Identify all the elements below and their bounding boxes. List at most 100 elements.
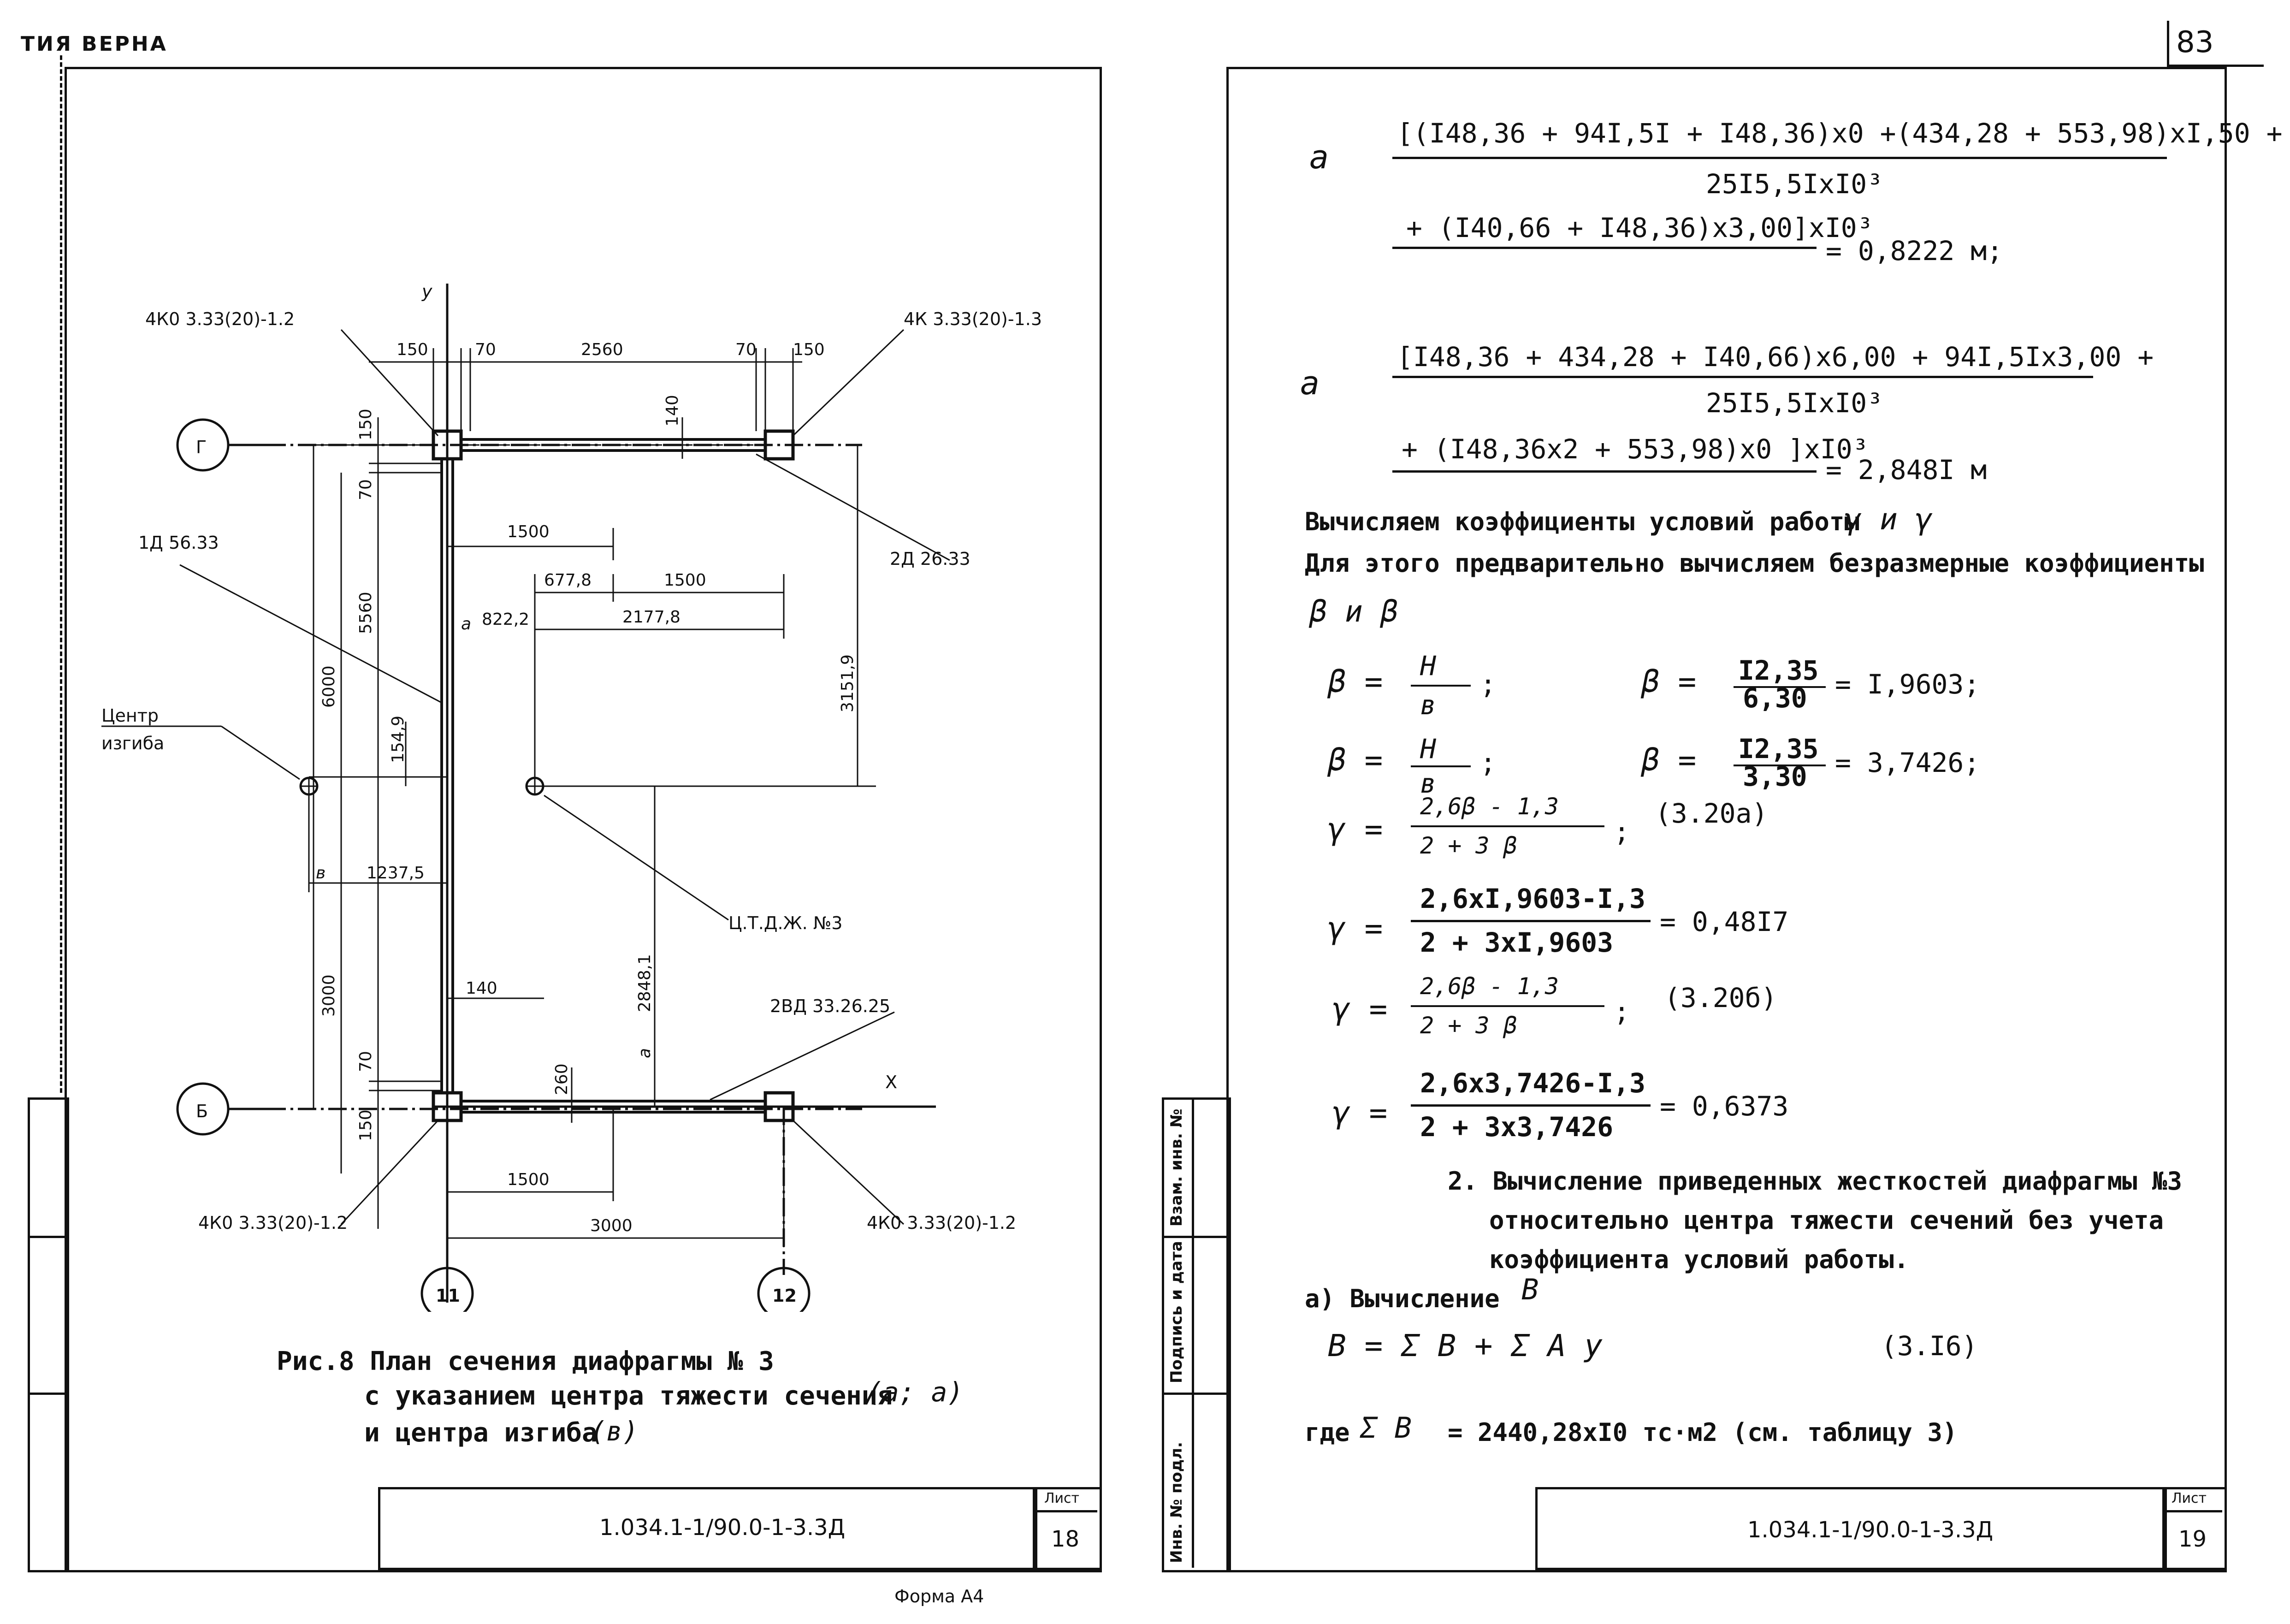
figure-caption-line1: Рис.8 План сечения диафрагмы № 3 (277, 1346, 774, 1376)
left-side-div2 (28, 1393, 67, 1395)
right-side-col (1162, 1097, 1231, 1572)
label-ctdzh: Ц.Т.Д.Ж. №3 (728, 913, 842, 933)
ayj-res: = 2,848I м (1826, 454, 1987, 486)
side-label-c1: Взам. инв. № (1167, 1108, 1186, 1227)
left-margin-line (60, 55, 62, 1093)
beta-x-frac-h: H (1420, 650, 1436, 682)
dim-150v2: 150 (356, 1109, 375, 1141)
ayj-symbol: a (1300, 364, 1320, 402)
ayj-num2: + (I48,36x2 + 553,98)x0 ]xI0³ (1402, 433, 1869, 465)
beta-y-frac-h: H (1420, 733, 1436, 765)
figure-caption-line2: с указанием центра тяжести сечения (364, 1381, 893, 1411)
gamma-x-general-num: 2,6β - 1,3 (1420, 793, 1559, 820)
left-side-col (28, 1097, 69, 1572)
dim-260: 260 (552, 1063, 571, 1095)
top-right-rule (2167, 21, 2169, 67)
beta-y-left: β = (1328, 742, 1383, 778)
gamma-y-den: 2 + 3x3,7426 (1420, 1111, 1614, 1143)
para2-line2: относительно центра тяжести сечений без … (1489, 1206, 2164, 1235)
left-stamp-sheet (1033, 1487, 1102, 1570)
axis-B-label: Б (196, 1101, 208, 1121)
beta-x-frac-bar (1411, 685, 1471, 687)
label-top-right: 4К 3.33(20)-1.3 (904, 309, 1042, 329)
label-top-left: 4К0 3.33(20)-1.2 (145, 309, 295, 329)
dim-150v: 150 (356, 409, 375, 440)
left-stamp-form: Форма А4 (894, 1586, 984, 1606)
dim-2177: 2177,8 (622, 608, 680, 627)
figure-caption-line3: и центра изгиба (364, 1418, 598, 1448)
gamma-y-num: 2,6x3,7426-I,3 (1420, 1067, 1645, 1099)
gamma-y-res: = 0,6373 (1660, 1091, 1789, 1122)
right-side-div2 (1162, 1393, 1226, 1395)
axj-num1: [(I48,36 + 94I,5I + I48,36)x0 +(434,28 +… (1397, 118, 2283, 149)
dim-70v2: 70 (356, 1051, 375, 1072)
dim-154: 154,9 (389, 716, 408, 763)
dim-ax-label: a (461, 615, 471, 634)
gamma-x-general-semi: ; (1614, 816, 1630, 848)
right-side-div1 (1162, 1236, 1226, 1238)
right-stamp-sheet-label: Лист (2172, 1490, 2207, 1506)
dim-1500b: 1500 (664, 571, 706, 590)
a-calc-B: B (1521, 1273, 1539, 1306)
left-stamp-sheet-no: 18 (1051, 1526, 1080, 1552)
dim-1237: 1237,5 (367, 864, 425, 883)
para2-line3: коэффициента условий работы. (1489, 1245, 1909, 1274)
dim-1500a: 1500 (507, 522, 550, 541)
gamma-x-num: 2,6xI,9603-I,3 (1420, 883, 1645, 914)
right-stamp-sheet (2162, 1487, 2227, 1570)
dim-ay-label: a (635, 1048, 654, 1058)
gamma-x-general: γ = (1328, 812, 1383, 847)
top-right-rule-h (2167, 65, 2264, 67)
gamma-y-general-num: 2,6β - 1,3 (1420, 973, 1559, 1000)
gamma-x-num-bar (1411, 920, 1651, 922)
gamma-x-res: = 0,48I7 (1660, 906, 1789, 937)
axis-11-label: 11 (436, 1286, 460, 1306)
beta-y-eq: = 3,7426; (1835, 747, 1980, 778)
gamma-y-general-bar (1411, 1005, 1604, 1007)
dim-3151: 3151,9 (838, 654, 857, 712)
right-stamp-code: 1.034.1-1/90.0-1-3.3Д (1747, 1517, 1994, 1543)
axj-den1: 25I5,5IxI0³ (1706, 168, 1883, 200)
beta-x-semicolon: ; (1480, 669, 1496, 700)
beta-x-frac-b: в (1420, 689, 1436, 721)
label-bottom-left: 4К0 3.33(20)-1.2 (198, 1213, 348, 1233)
axis-x-label: X (885, 1072, 897, 1092)
axj-bar1 (1392, 157, 2167, 159)
dim-6000: 6000 (320, 665, 338, 708)
label-2d: 2Д 26.33 (890, 549, 970, 569)
beta-x-eq: = I,9603; (1835, 669, 1980, 700)
dim-ax-val: 822,2 (482, 610, 529, 629)
left-stamp-sheet-label: Лист (1044, 1490, 1080, 1506)
beta-x-left: β = (1328, 664, 1383, 699)
gamma-x-den: 2 + 3xI,9603 (1420, 927, 1614, 958)
axj-res: = 0,8222 м; (1826, 235, 2003, 267)
gamma-x-general-den: 2 + 3 β (1420, 832, 1517, 859)
label-2vd: 2ВД 33.26.25 (770, 996, 890, 1016)
where-sum: Σ B (1360, 1411, 1412, 1445)
axis-12-label: 12 (772, 1286, 797, 1306)
dim-5560: 5560 (356, 592, 375, 634)
where-label: где (1305, 1418, 1350, 1447)
label-center-1: Центр (101, 705, 159, 726)
caption-formula-b: (в) (590, 1416, 639, 1447)
section-plan-drawing: y X Г Б 11 12 4К0 3.33(20)-1.2 4К 3.33(2… (101, 281, 1042, 1312)
side-label-c3: Инв. № подл. (1167, 1441, 1186, 1563)
ayj-den1: 25I5,5IxI0³ (1706, 387, 1883, 419)
dim-bx-label: в (316, 864, 325, 883)
ayj-bar2 (1392, 470, 1817, 473)
beta-y-right: β = (1641, 742, 1697, 778)
axj-symbol: a (1309, 138, 1329, 176)
left-stamp-code: 1.034.1-1/90.0-1-3.3Д (599, 1515, 846, 1541)
dim-2848: 2848,1 (635, 954, 654, 1012)
dim-150b: 150 (793, 340, 825, 359)
label-bottom-right: 4К0 3.33(20)-1.2 (867, 1213, 1016, 1233)
right-page-frame (1226, 67, 2227, 1572)
right-side-vline (1192, 1097, 1194, 1568)
axj-num2: + (I40,66 + I48,36)x3,00]xI0³ (1406, 212, 1873, 243)
para2-line1: 2. Вычисление приведенных жесткостей диа… (1448, 1167, 2183, 1196)
label-1d: 1Д 56.33 (138, 533, 219, 553)
caption-formula-a: (a; a) (867, 1376, 964, 1408)
gamma-sym-1: γ и γ (1844, 503, 1933, 537)
beta-x-1235-bar (1734, 686, 1826, 688)
beta-y-frac-bar (1411, 765, 1471, 767)
